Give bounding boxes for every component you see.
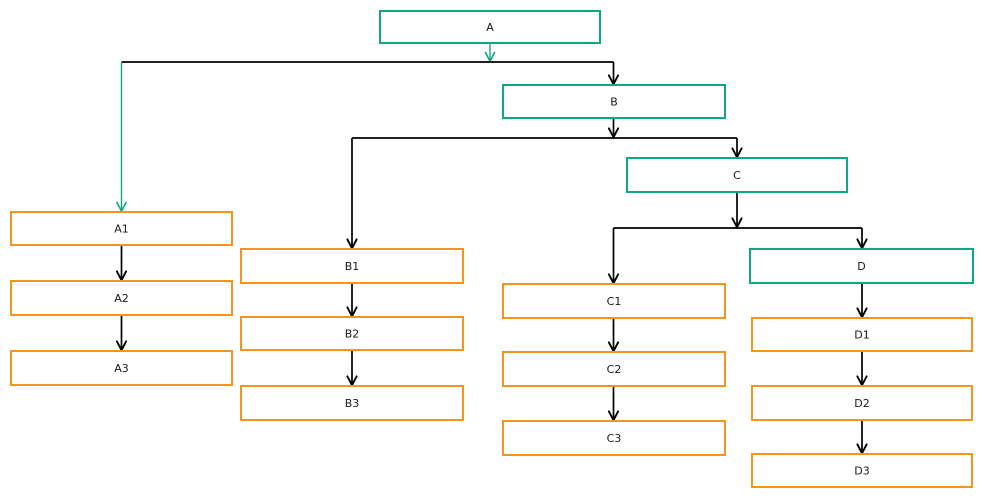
node-D2-box: [751, 385, 973, 421]
node-C3: C3: [502, 420, 726, 456]
node-B2-label: B2: [345, 328, 360, 341]
node-D3-label: D3: [854, 465, 869, 478]
node-A: A: [379, 10, 601, 44]
node-B3-label: B3: [345, 397, 360, 410]
node-D2-label: D2: [854, 397, 869, 410]
node-A2-label: A2: [114, 292, 129, 305]
node-D: D: [749, 248, 974, 284]
node-A1: A1: [10, 211, 233, 246]
node-D-label: D: [857, 260, 865, 273]
node-C2-box: [502, 351, 726, 387]
node-B3: B3: [240, 385, 464, 421]
node-D1: D1: [751, 317, 973, 352]
node-C1: C1: [502, 283, 726, 319]
node-C2: C2: [502, 351, 726, 387]
node-B2-box: [240, 316, 464, 351]
node-D3: D3: [751, 453, 973, 488]
node-A1-label: A1: [114, 223, 129, 236]
node-D2: D2: [751, 385, 973, 421]
node-C1-box: [502, 283, 726, 319]
node-B2: B2: [240, 316, 464, 351]
node-C2-label: C2: [607, 363, 622, 376]
node-A2: A2: [10, 280, 233, 316]
node-A1-box: [10, 211, 233, 246]
node-A3: A3: [10, 350, 233, 386]
node-B-label: B: [610, 96, 618, 109]
node-B1-label: B1: [345, 260, 360, 273]
node-B3-box: [240, 385, 464, 421]
node-D3-box: [751, 453, 973, 488]
node-A3-label: A3: [114, 362, 129, 375]
node-D1-box: [751, 317, 973, 352]
node-C1-label: C1: [607, 295, 622, 308]
node-D1-label: D1: [854, 329, 869, 342]
node-A2-box: [10, 280, 233, 316]
node-C-label: C: [733, 169, 741, 182]
node-C-box: [626, 157, 848, 193]
node-C3-label: C3: [607, 432, 622, 445]
node-A-label: A: [486, 21, 494, 34]
node-B1: B1: [240, 248, 464, 284]
node-A-box: [379, 10, 601, 44]
node-C3-box: [502, 420, 726, 456]
node-B1-box: [240, 248, 464, 284]
node-B: B: [502, 84, 726, 119]
node-A3-box: [10, 350, 233, 386]
node-B-box: [502, 84, 726, 119]
node-C: C: [626, 157, 848, 193]
node-D-box: [749, 248, 974, 284]
